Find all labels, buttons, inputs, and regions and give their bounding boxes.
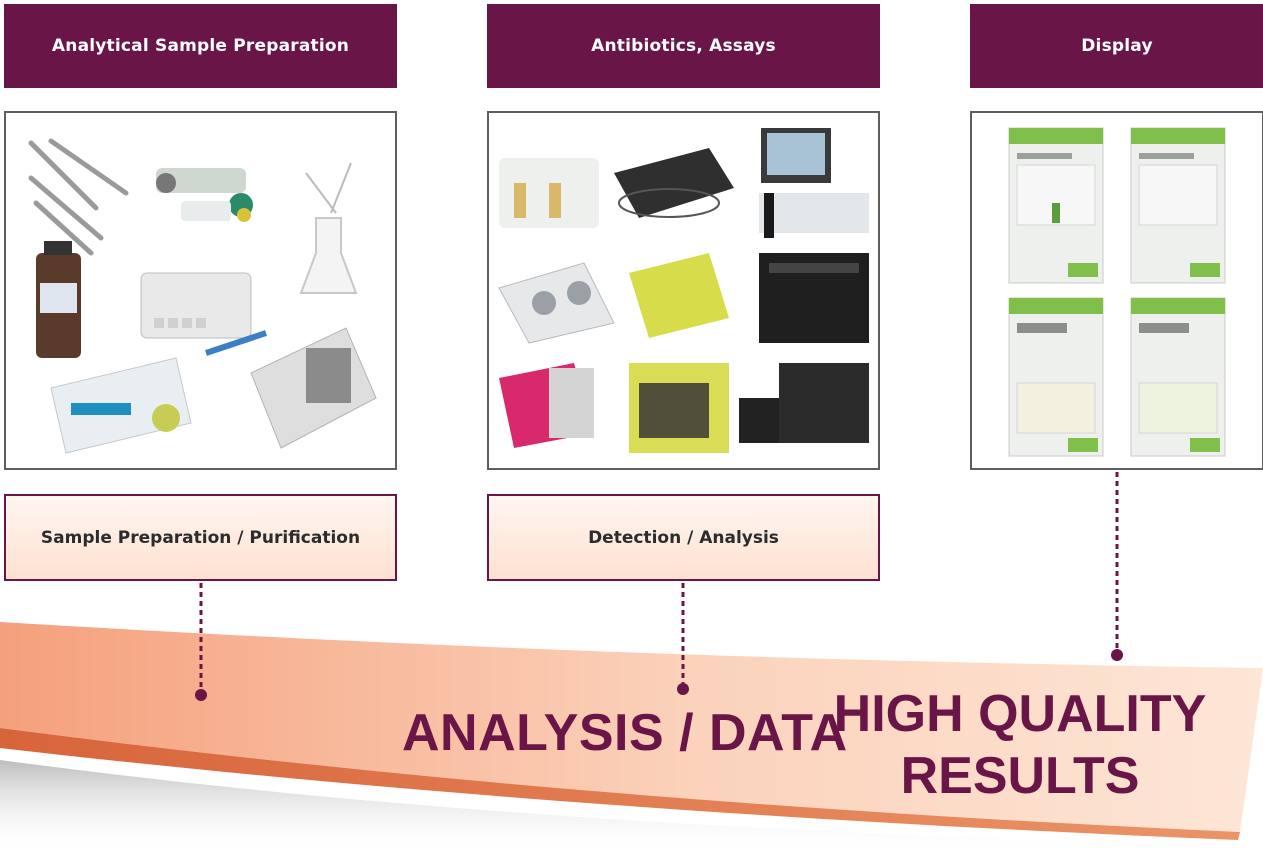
screen-thumbnail-2	[1130, 127, 1226, 284]
connector-dot-3	[1111, 649, 1123, 661]
stage-detection-analysis: Detection / Analysis	[487, 494, 880, 581]
wave-edge	[0, 728, 1240, 840]
lab-equipment-image	[28, 138, 377, 454]
screen-thumbnail-4	[1130, 297, 1226, 457]
header-antibiotics-assays: Antibiotics, Assays	[487, 4, 880, 88]
connector-dot-2	[677, 683, 689, 695]
wave-body	[0, 622, 1263, 832]
wave-shadow	[0, 760, 1263, 855]
products-photo-detection	[487, 111, 880, 470]
high-quality-results-label: HIGH QUALITY RESULTS	[820, 683, 1220, 807]
software-screenshots-image	[1008, 127, 1226, 457]
connector-dot-1	[195, 689, 207, 701]
results-line: RESULTS	[900, 747, 1140, 805]
analysis-data-label: ANALYSIS / DATA	[402, 704, 848, 762]
screen-thumbnail-1	[1008, 127, 1104, 284]
stage-sample-preparation: Sample Preparation / Purification	[4, 494, 397, 581]
header-sample-preparation: Analytical Sample Preparation	[4, 4, 397, 88]
products-photo-sample-prep	[4, 111, 397, 470]
display-screens-panel	[970, 111, 1263, 470]
header-display: Display	[970, 4, 1263, 88]
high-quality-line: HIGH QUALITY	[833, 685, 1207, 743]
instruments-image	[498, 128, 869, 453]
screen-thumbnail-3	[1008, 297, 1104, 457]
